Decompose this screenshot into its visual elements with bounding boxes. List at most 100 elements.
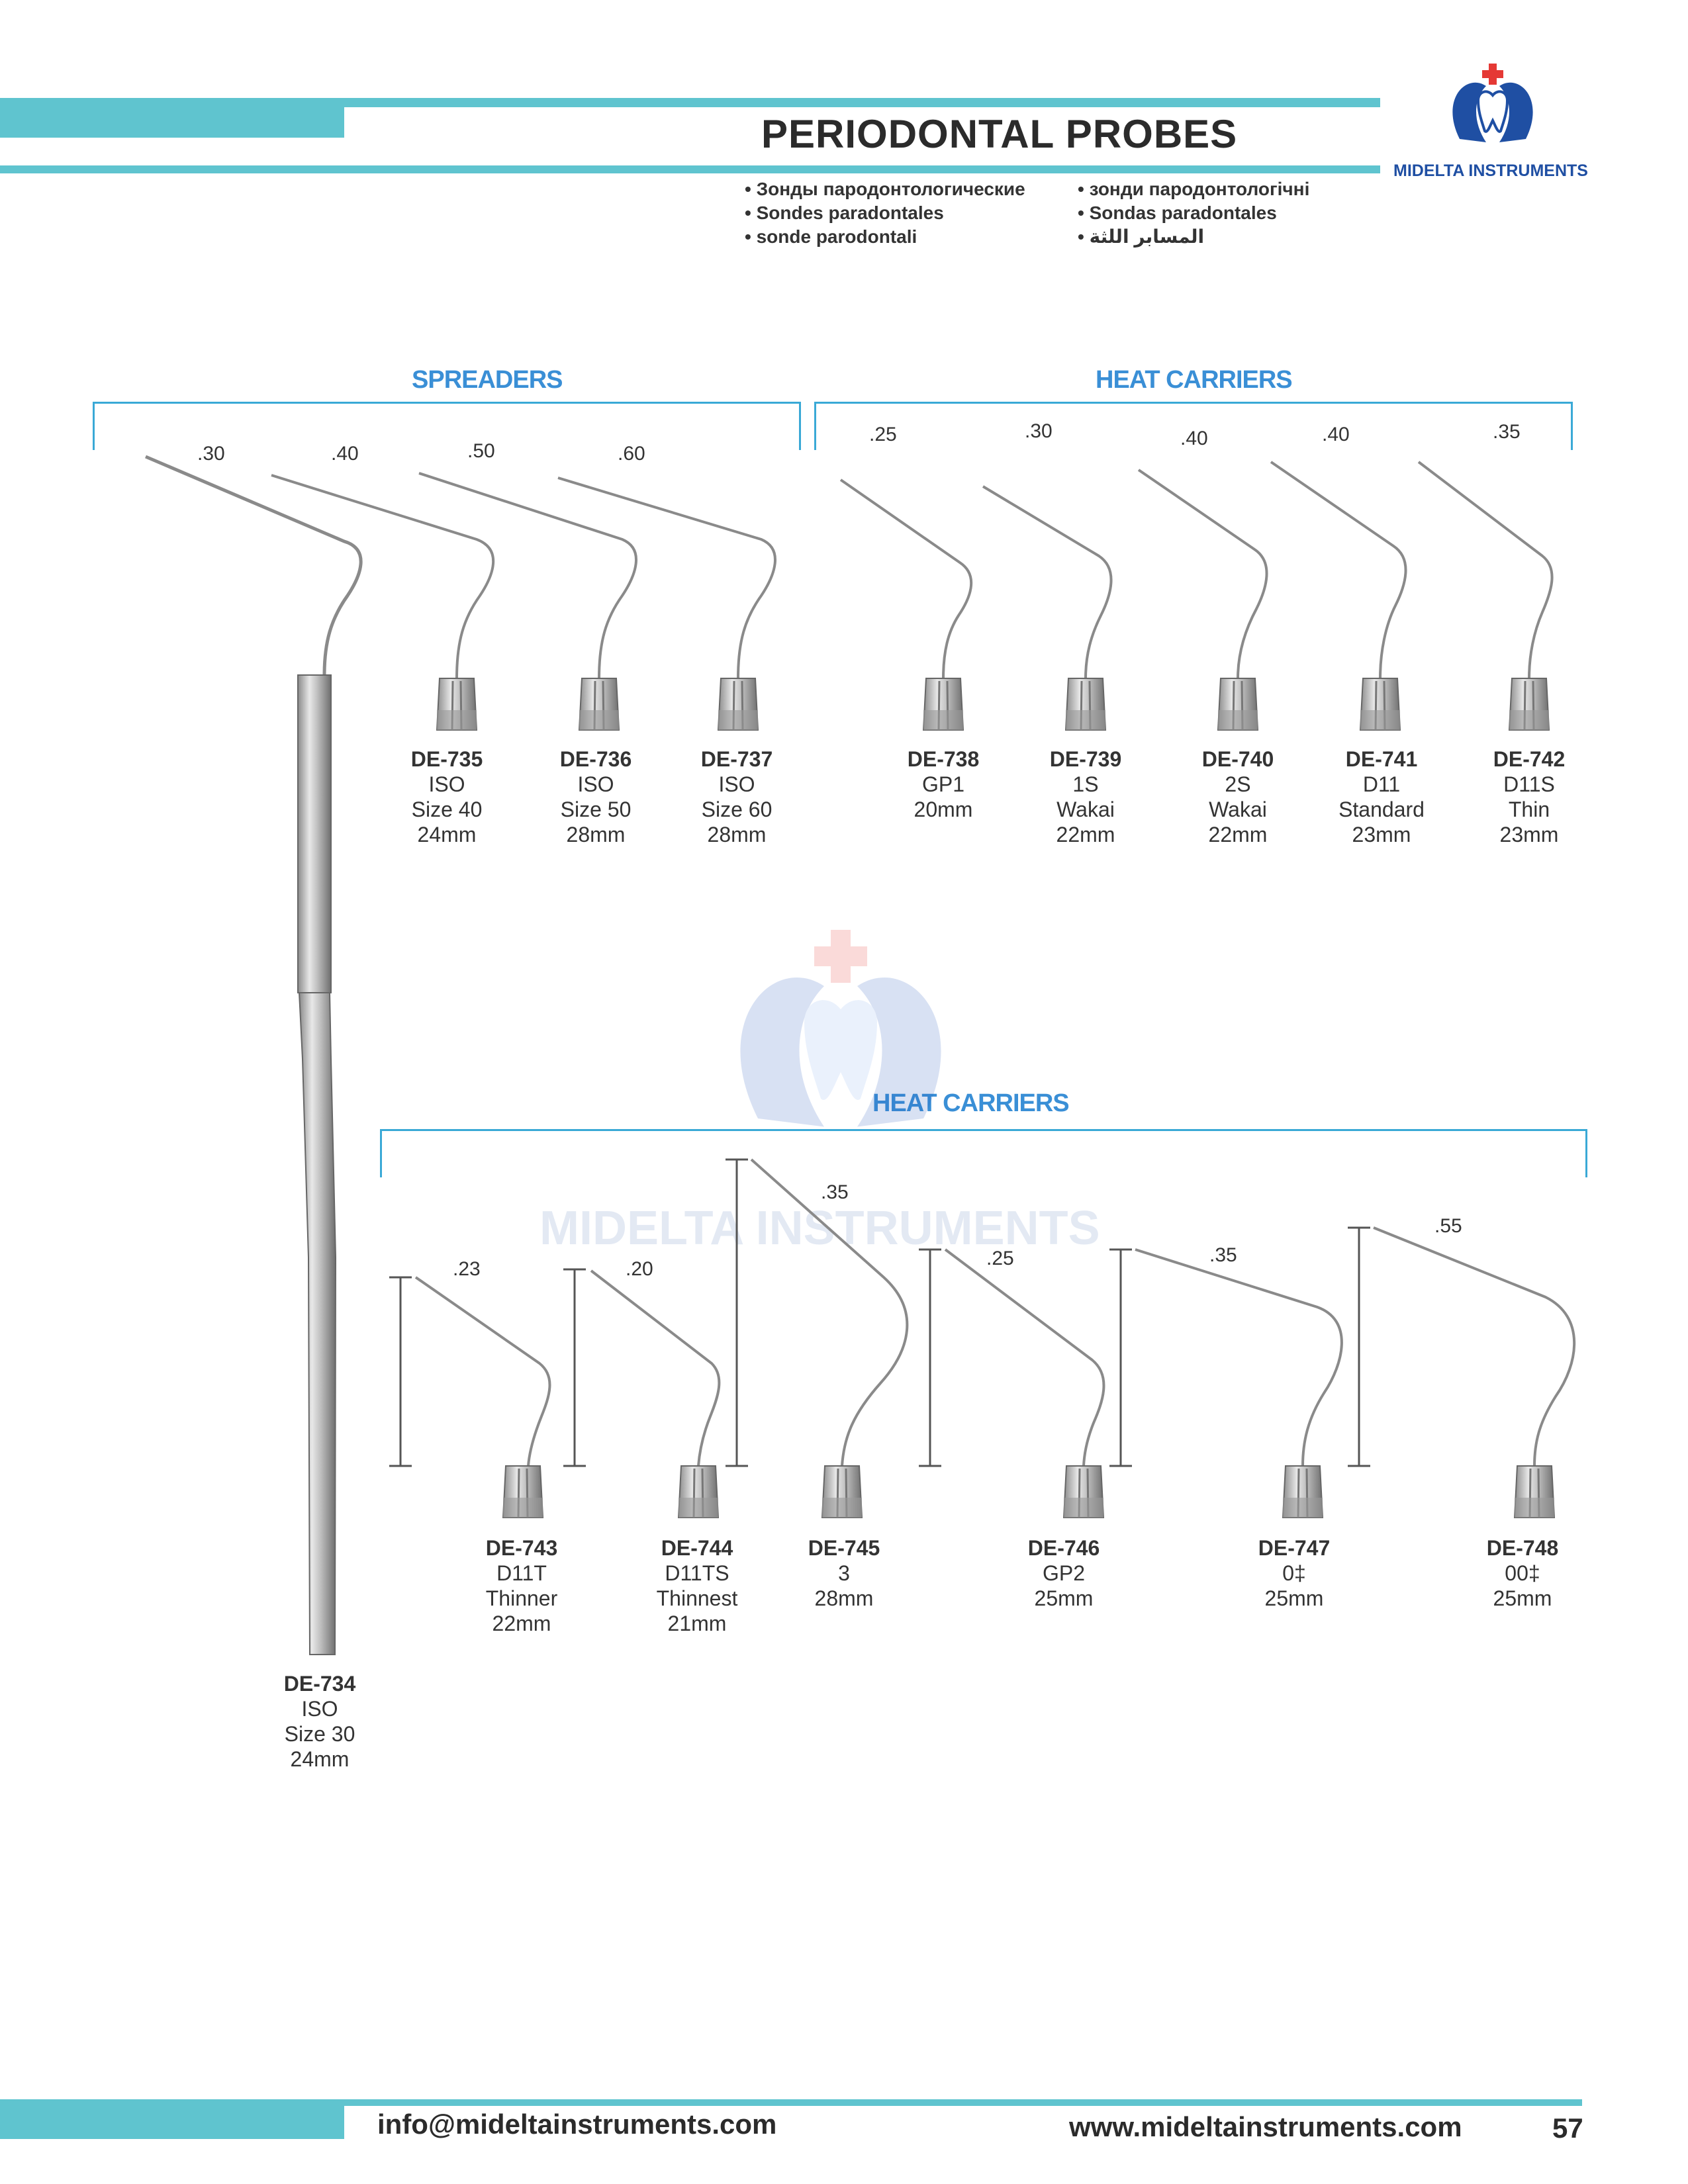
product-code: DE-745 — [808, 1536, 880, 1560]
product-spec: D11S — [1503, 772, 1555, 796]
product-spec: 28mm — [707, 823, 767, 846]
gauge-label: .35 — [821, 1181, 849, 1203]
product-spec: 24mm — [290, 1747, 350, 1771]
gauge-label: .23 — [453, 1258, 481, 1280]
product-label-de-745: DE-745 3 28mm — [765, 1535, 923, 1611]
watermark-text: MIDELTA INSTRUMENTS — [539, 1202, 1100, 1255]
product-code: DE-743 — [485, 1536, 558, 1560]
product-spec: 23mm — [1352, 823, 1411, 846]
gauge-label: .25 — [986, 1248, 1014, 1269]
product-spec: 25mm — [1034, 1586, 1094, 1610]
handle-instrument — [145, 455, 363, 1655]
product-code: DE-735 — [410, 747, 483, 771]
spreaders-heading: SPREADERS — [412, 366, 563, 394]
page-number: 57 — [1552, 2113, 1583, 2144]
heat-carriers-top-heading: HEAT CARRIERS — [1096, 366, 1293, 394]
heat-carrier-de-738 — [839, 478, 973, 731]
product-label-de-744: DE-744 D11TS Thinnest 21mm — [618, 1535, 776, 1636]
product-code: DE-744 — [661, 1536, 733, 1560]
product-label-de-747: DE-747 0‡ 25mm — [1215, 1535, 1374, 1611]
translation-es: Sondas paradontales — [1078, 203, 1277, 223]
translation-fr: Sondes paradontales — [745, 203, 944, 223]
header-bar-top — [0, 98, 1380, 107]
gauge-label: .30 — [197, 443, 225, 465]
heat-carrier-de-742 — [1417, 461, 1554, 731]
product-label-de-735: DE-735 ISO Size 40 24mm — [367, 747, 526, 847]
product-spec: 28mm — [566, 823, 626, 846]
heat-carrier-de-740 — [1137, 469, 1268, 731]
gauge-label: .20 — [626, 1258, 653, 1280]
brand-name: MIDELTA INSTRUMENTS — [1393, 161, 1588, 180]
heat-carrier-de-743 — [414, 1276, 551, 1519]
product-code: DE-747 — [1258, 1536, 1331, 1560]
product-label-de-743: DE-743 D11T Thinner 22mm — [442, 1535, 601, 1636]
heat-carrier-de-745 — [750, 1158, 909, 1519]
product-spec: 21mm — [667, 1612, 727, 1635]
header-bar-block — [0, 98, 344, 138]
spreader-de-736 — [418, 472, 637, 731]
product-label-de-741: DE-741 D11 Standard 23mm — [1302, 747, 1461, 847]
product-label-de-746: DE-746 GP2 25mm — [984, 1535, 1143, 1611]
translation-ar: المسابر اللثة — [1078, 226, 1204, 247]
footer-email[interactable]: info@mideltainstruments.com — [377, 2109, 777, 2140]
translation-ru: Зонды пародонтологические — [745, 179, 1025, 199]
gauge-label: .55 — [1434, 1215, 1462, 1237]
product-label-de-740: DE-740 2S Wakai 22mm — [1158, 747, 1317, 847]
heat-carrier-de-748 — [1373, 1226, 1576, 1519]
dimension-lines — [389, 1158, 1370, 1467]
product-code: DE-737 — [700, 747, 773, 771]
page-title: PERIODONTAL PROBES — [761, 112, 1238, 156]
product-label-de-736: DE-736 ISO Size 50 28mm — [516, 747, 675, 847]
product-code: DE-748 — [1486, 1536, 1559, 1560]
product-spec: 25mm — [1264, 1586, 1324, 1610]
product-spec: 24mm — [417, 823, 477, 846]
product-spec: ISO — [718, 772, 755, 796]
heat-carrier-de-739 — [982, 485, 1113, 731]
gauge-label: .40 — [331, 443, 359, 465]
product-spec: 23mm — [1499, 823, 1559, 846]
product-spec: Wakai — [1209, 797, 1267, 821]
product-spec: 28mm — [814, 1586, 874, 1610]
product-code: DE-746 — [1027, 1536, 1100, 1560]
product-label-de-748: DE-748 00‡ 25mm — [1443, 1535, 1602, 1611]
spreader-de-735 — [271, 474, 494, 731]
product-spec: Wakai — [1056, 797, 1115, 821]
logo-icon — [1452, 64, 1533, 142]
product-label-de-738: DE-738 GP1 20mm — [864, 747, 1023, 822]
gauge-label: .35 — [1493, 421, 1521, 443]
product-spec: Size 50 — [560, 797, 632, 821]
translation-uk: зонди пародонтологічні — [1078, 179, 1309, 199]
product-label-de-734: DE-734 ISO Size 30 24mm — [240, 1671, 399, 1772]
product-spec: 0‡ — [1282, 1561, 1306, 1585]
product-spec: 2S — [1225, 772, 1251, 796]
gauge-label: .40 — [1180, 428, 1208, 449]
spreaders-bracket — [93, 402, 801, 450]
product-spec: 00‡ — [1505, 1561, 1540, 1585]
gauge-label: .60 — [618, 443, 645, 465]
watermark-logo-icon — [740, 930, 941, 1127]
heat-carrier-de-741 — [1270, 461, 1407, 731]
product-spec: 3 — [838, 1561, 850, 1585]
heat-carrier-de-744 — [590, 1269, 721, 1519]
product-code: DE-741 — [1345, 747, 1418, 771]
translations-left: Зонды пародонтологические Sondes paradon… — [745, 177, 1025, 249]
product-code: DE-740 — [1201, 747, 1274, 771]
product-spec: ISO — [301, 1697, 338, 1721]
product-code: DE-742 — [1493, 747, 1566, 771]
footer-website[interactable]: www.mideltainstruments.com — [1069, 2111, 1462, 2142]
product-label-de-739: DE-739 1S Wakai 22mm — [1006, 747, 1165, 847]
footer-bar-line — [0, 2099, 1582, 2106]
brand-logo — [1440, 60, 1546, 165]
heat-carriers-top-bracket — [814, 402, 1573, 450]
spreader-de-737 — [557, 477, 776, 731]
heat-carrier-de-746 — [944, 1248, 1105, 1519]
heat-carriers-bottom-heading: HEAT CARRIERS — [872, 1089, 1070, 1117]
product-spec: 1S — [1072, 772, 1099, 796]
product-spec: Size 40 — [411, 797, 483, 821]
gauge-label: .30 — [1025, 420, 1053, 442]
product-code: DE-734 — [283, 1672, 356, 1696]
product-spec: GP2 — [1042, 1561, 1086, 1585]
product-label-de-742: DE-742 D11S Thin 23mm — [1450, 747, 1609, 847]
heat-carrier-de-747 — [1135, 1248, 1343, 1519]
